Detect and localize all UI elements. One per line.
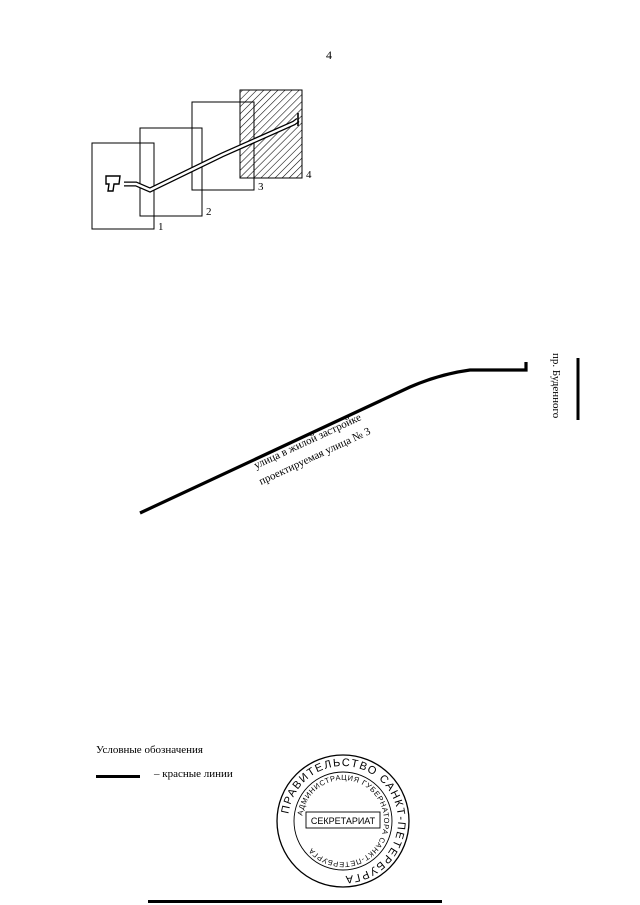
main-map: улица в жилой застройке проектируемая ул… [139, 353, 580, 515]
sheet-frame-2 [139, 127, 203, 217]
bottom-rule [148, 900, 442, 903]
route-start-shape [105, 175, 121, 192]
legend-title: Условные обозначения [96, 744, 203, 756]
seal-center-text: СЕКРЕТАРИАТ [311, 816, 376, 826]
page-number: 4 [326, 48, 332, 62]
index-map: 1 2 3 4 [91, 89, 312, 233]
sheet-label-2: 2 [206, 206, 212, 218]
sheet-label-3: 3 [258, 181, 264, 193]
red-line [139, 362, 528, 515]
legend-red-lines-label: – красные линии [154, 768, 233, 780]
official-seal: ПРАВИТЕЛЬСТВО САНКТ-ПЕТЕРБУРГА АДМИНИСТР… [276, 754, 410, 888]
seal-center-box [305, 811, 381, 829]
avenue-label: пр. Буденного [550, 353, 562, 419]
sheet-label-4: 4 [306, 169, 312, 181]
sheet-label-1: 1 [158, 221, 164, 233]
legend-red-line-sample [96, 775, 140, 778]
